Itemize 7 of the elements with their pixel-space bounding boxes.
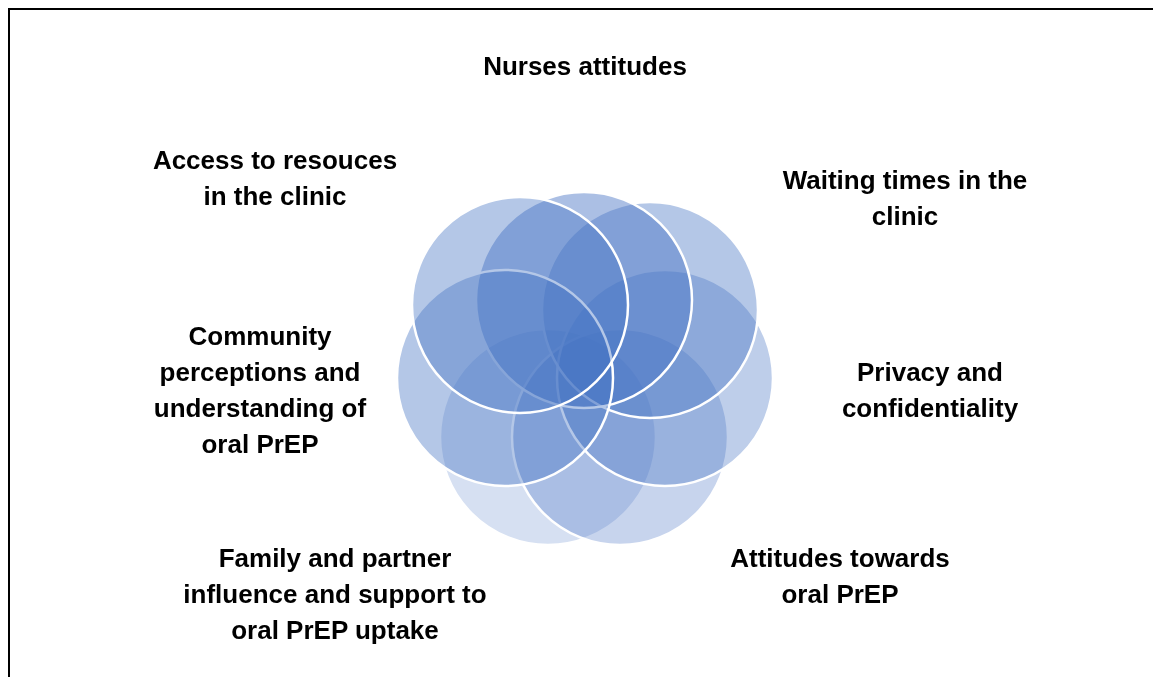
- theme-label: Access to resouces in the clinic: [150, 142, 400, 214]
- theme-label: Nurses attitudes: [430, 48, 740, 84]
- theme-label: Waiting times in the clinic: [770, 162, 1040, 234]
- theme-label: Attitudes towards oral PrEP: [730, 540, 950, 612]
- theme-label: Privacy and confidentiality: [810, 354, 1050, 426]
- theme-label: Family and partner influence and support to oral PrEP uptake: [165, 540, 505, 648]
- theme-label: Community perceptions and understanding of oral PrEP: [140, 318, 380, 462]
